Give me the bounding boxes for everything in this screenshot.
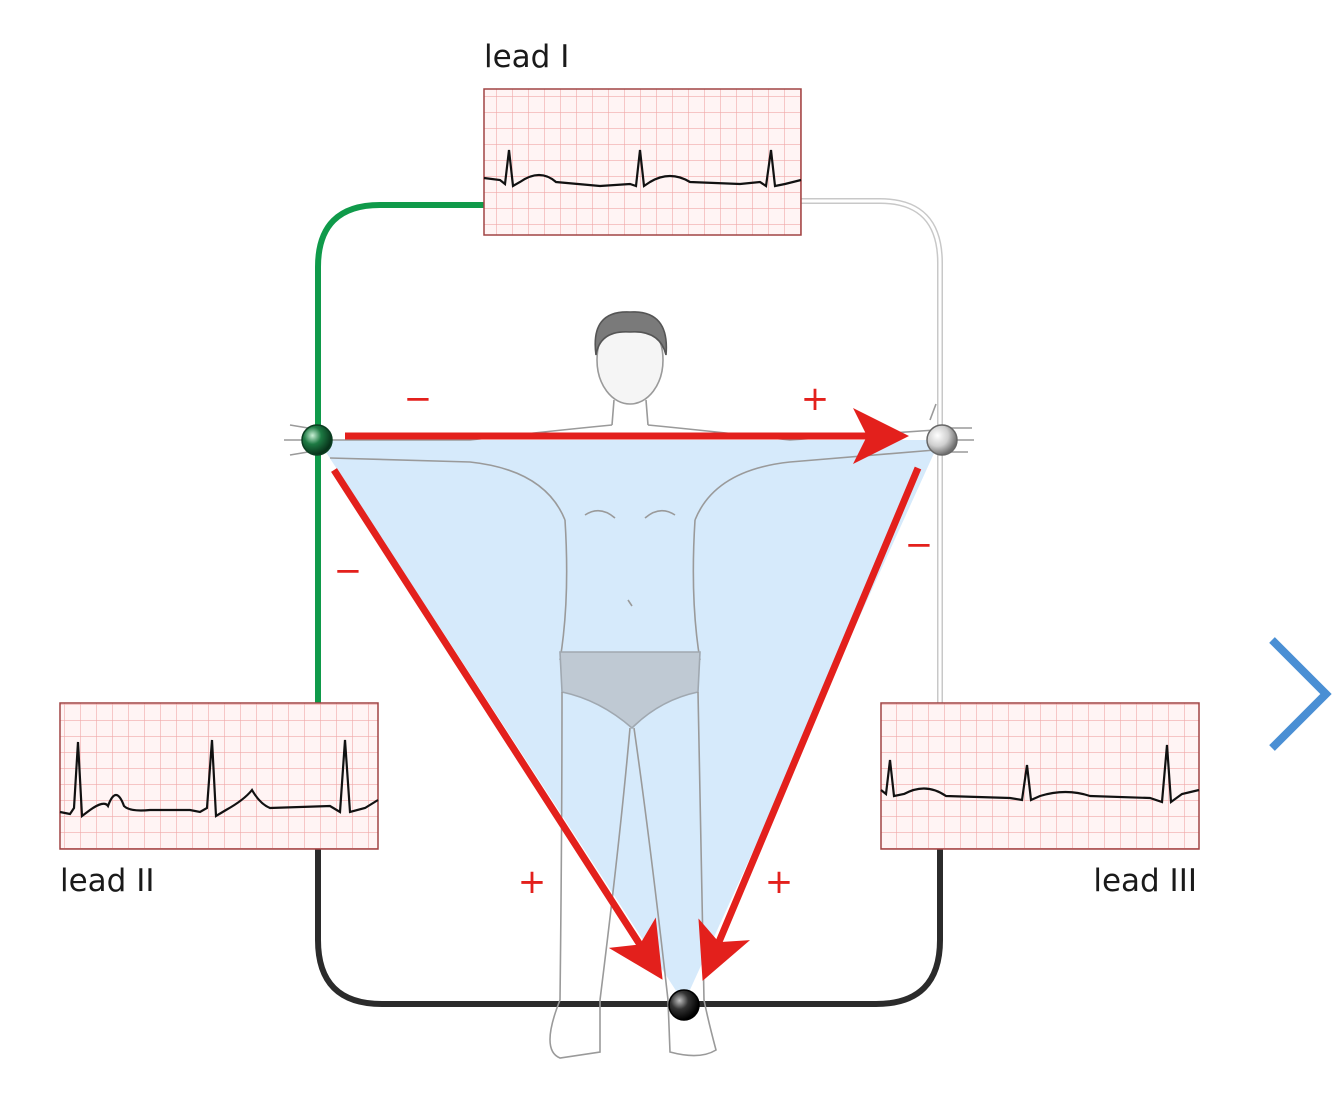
arms [320, 424, 936, 521]
left-arm-electrode [926, 424, 958, 456]
chevron-right-icon [1269, 637, 1332, 751]
lead2-ecg-strip [59, 702, 379, 850]
leg-wire [315, 848, 943, 1007]
next-button[interactable] [1255, 625, 1334, 765]
right-arm-wire [315, 202, 484, 704]
lead3-ecg-trace [880, 744, 1200, 805]
lead1-label: lead I [484, 39, 569, 75]
lead1-ecg-trace [483, 149, 802, 188]
human-figure [284, 311, 974, 1059]
left-leg-electrode [668, 989, 700, 1021]
lead2-ecg-trace [59, 739, 379, 819]
lead1-ecg-strip [483, 88, 802, 236]
lead3-negative-sign: − [905, 525, 934, 565]
lead-vectors [331, 408, 922, 981]
feet [549, 999, 717, 1059]
hair [594, 311, 668, 356]
briefs [559, 651, 701, 730]
torso [559, 519, 701, 661]
lead2-label: lead II [60, 863, 155, 899]
lead3-positive-sign: + [765, 862, 794, 902]
right-arm-electrode [301, 424, 333, 456]
left-arm-wire-core [800, 199, 942, 704]
lead2-negative-sign: − [334, 551, 363, 591]
legs [559, 691, 705, 1001]
lead3-vector [698, 466, 922, 981]
lead2-vector [331, 468, 663, 980]
lead2-positive-sign: + [518, 862, 547, 902]
lead3-label: lead III [1093, 863, 1197, 899]
lead1-negative-sign: − [404, 379, 433, 419]
lead3-ecg-strip [880, 702, 1200, 850]
lead-wires [315, 198, 943, 1007]
lead1-positive-sign: + [801, 379, 830, 419]
